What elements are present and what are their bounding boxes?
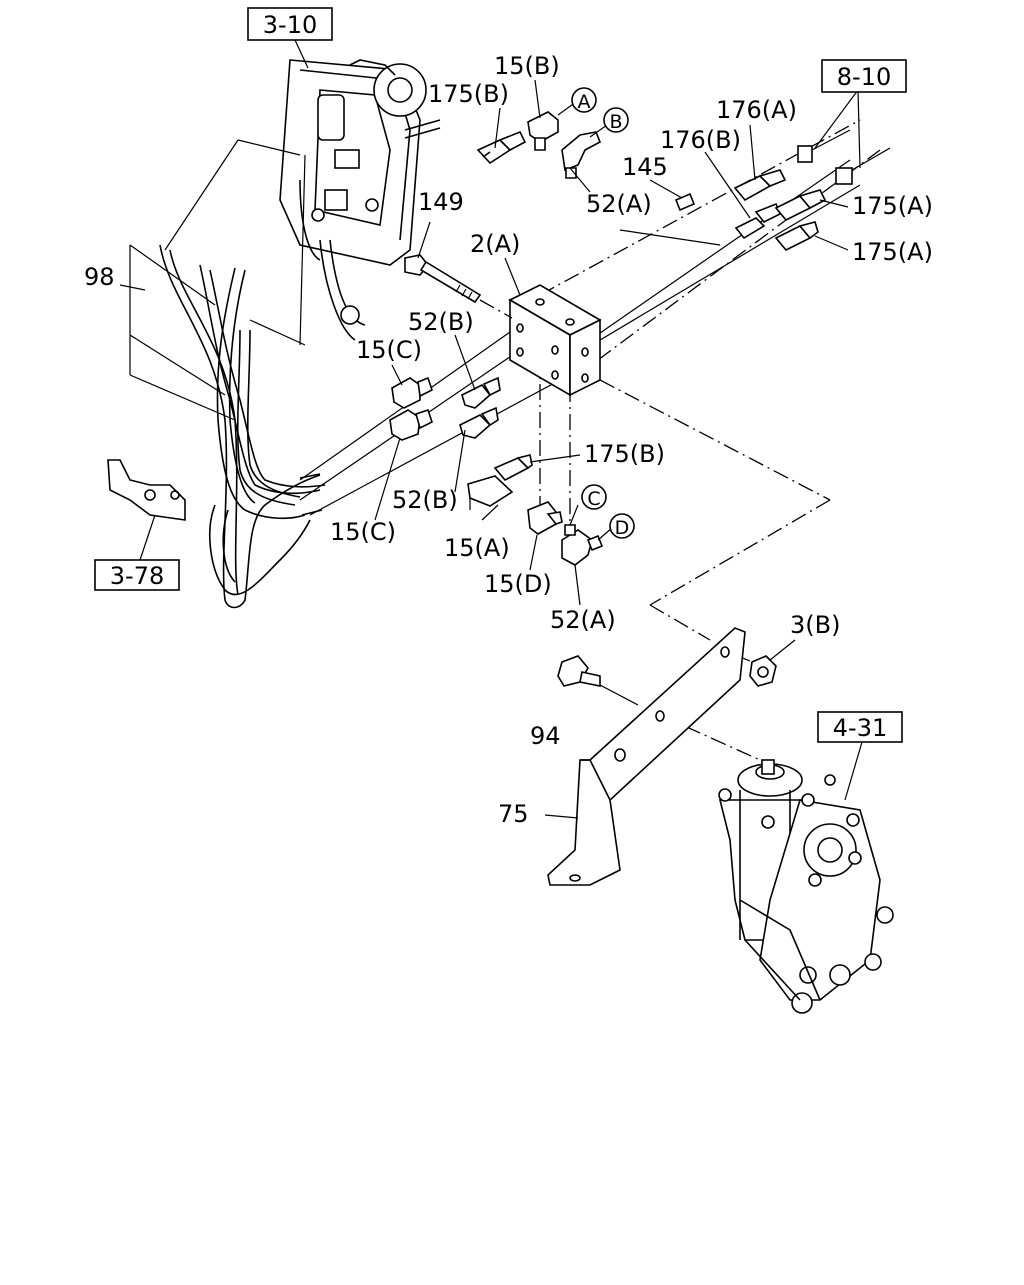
label-52b-1: 52(B) xyxy=(408,308,474,336)
label-176a: 176(A) xyxy=(716,96,797,124)
svg-text:A: A xyxy=(578,91,591,113)
label-75: 75 xyxy=(498,800,529,828)
svg-text:B: B xyxy=(609,111,622,133)
ref-box-3-10: 3-10 xyxy=(247,7,333,41)
bundle-leaders xyxy=(119,139,306,421)
part-labels: 15(B) 175(B) 176(A) 176(B) 145 52(A) 175… xyxy=(84,52,933,828)
distribution-block xyxy=(508,284,602,397)
label-175a-1: 175(A) xyxy=(852,192,933,220)
label-52a-top: 52(A) xyxy=(586,190,652,218)
label-52b-2: 52(B) xyxy=(392,486,458,514)
label-15c-2: 15(C) xyxy=(330,518,396,546)
pipe-clip xyxy=(107,459,186,561)
label-52a-bot: 52(A) xyxy=(550,606,616,634)
label-15d: 15(D) xyxy=(484,570,552,598)
label-15c-1: 15(C) xyxy=(356,336,422,364)
label-149: 149 xyxy=(418,188,464,216)
nut-3b xyxy=(749,655,777,687)
ref-3-78-text: 3-78 xyxy=(110,562,164,590)
ref-3-10-text: 3-10 xyxy=(263,11,317,39)
label-175b-top: 175(B) xyxy=(428,80,509,108)
label-3b: 3(B) xyxy=(790,611,840,639)
pipe-bundle xyxy=(159,244,326,609)
ref-box-4-31: 4-31 xyxy=(817,711,903,743)
label-98: 98 xyxy=(84,263,115,291)
label-145: 145 xyxy=(622,153,668,181)
ref-box-3-78: 3-78 xyxy=(94,559,180,591)
ref-8-10-text: 8-10 xyxy=(837,63,891,91)
svg-text:C: C xyxy=(587,488,600,510)
svg-text:D: D xyxy=(615,517,630,539)
label-175b-mid: 175(B) xyxy=(584,440,665,468)
label-15b: 15(B) xyxy=(494,52,560,80)
pedal-assembly xyxy=(279,59,441,341)
callout-b: B xyxy=(603,107,629,133)
bolt-149 xyxy=(404,254,513,319)
bolt-94 xyxy=(557,655,639,706)
top-fittings xyxy=(476,111,891,251)
ref-4-31-text: 4-31 xyxy=(833,714,887,742)
callout-d: D xyxy=(609,513,635,539)
mid-fittings xyxy=(389,376,604,566)
label-175a-2: 175(A) xyxy=(852,238,933,266)
ref-box-8-10: 8-10 xyxy=(821,59,907,93)
bracket-75 xyxy=(547,627,746,886)
label-leaders xyxy=(294,39,863,819)
label-94: 94 xyxy=(530,722,561,750)
label-176b: 176(B) xyxy=(660,126,741,154)
callout-a: A xyxy=(571,87,597,113)
actuator-assembly xyxy=(718,759,894,1014)
label-2a: 2(A) xyxy=(470,230,520,258)
callout-c: C xyxy=(581,484,607,510)
label-15a: 15(A) xyxy=(444,534,510,562)
